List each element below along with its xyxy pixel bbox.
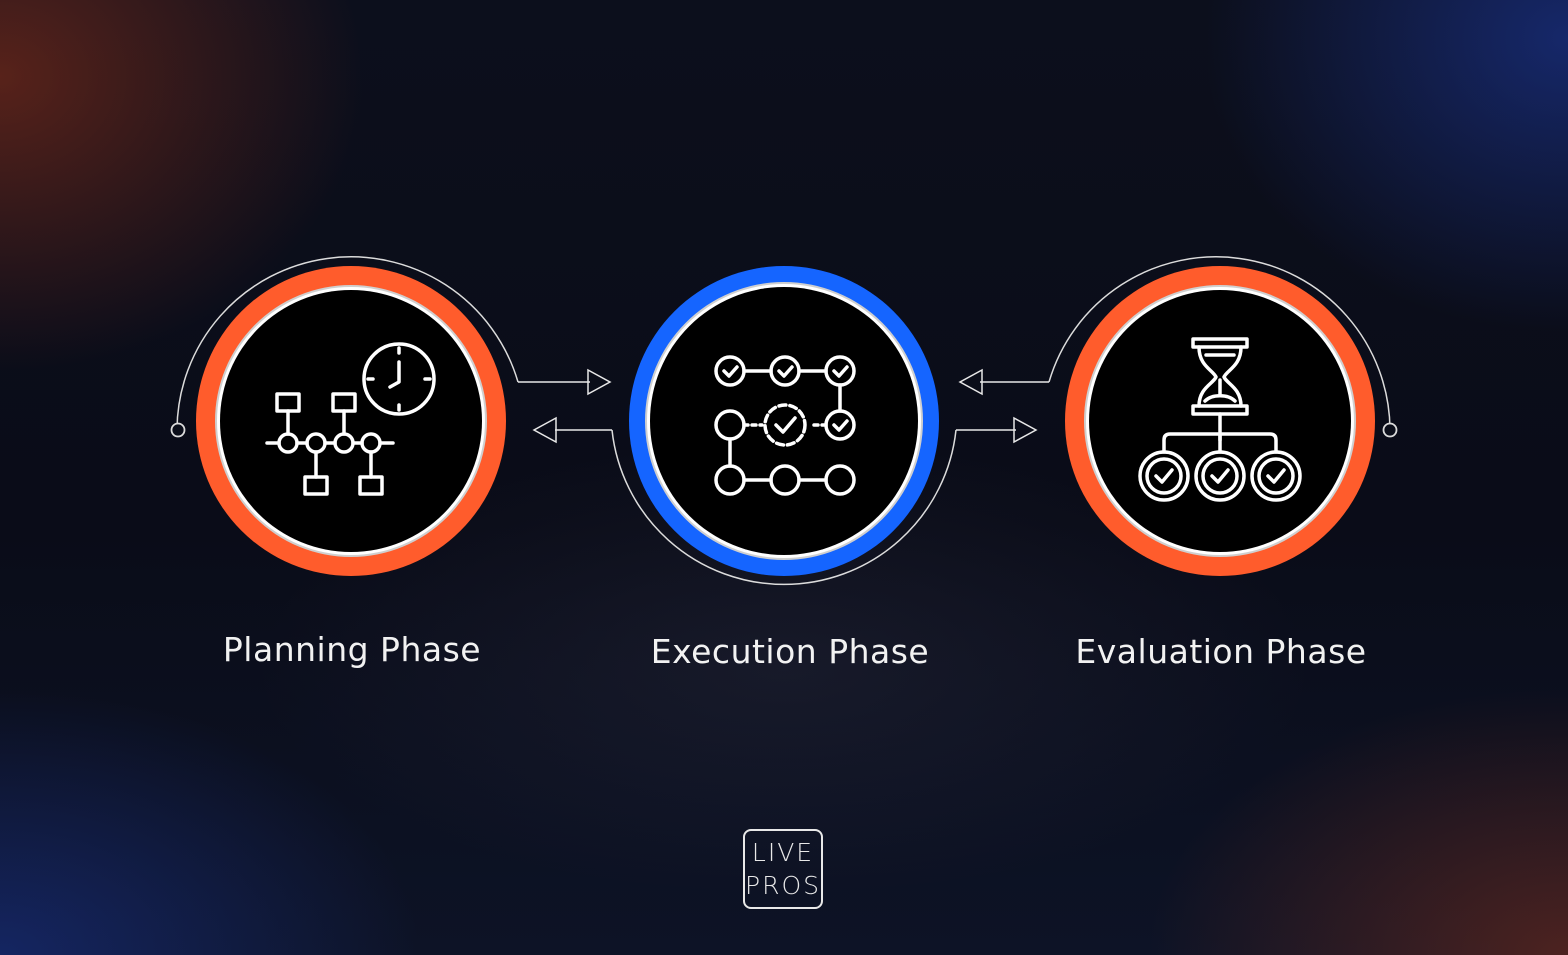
logo-line-1: LIVE — [751, 838, 815, 867]
evaluation-arc-endpoint — [1382, 422, 1398, 438]
execution-circle — [650, 287, 918, 555]
planning-phase-label: Planning Phase — [222, 630, 482, 669]
arrow-execution-to-evaluation — [956, 416, 1038, 444]
planning-arc-endpoint — [170, 422, 186, 438]
process-network-gear-icon — [714, 355, 856, 496]
planning-outer-arc — [176, 256, 519, 430]
arrow-evaluation-to-execution — [958, 368, 1049, 396]
arrow-planning-to-execution — [518, 368, 612, 396]
evaluation-phase-label: Evaluation Phase — [1075, 632, 1367, 671]
flowchart-clock-icon — [265, 342, 436, 496]
evaluation-outer-arc — [1048, 256, 1391, 430]
arrow-execution-to-planning — [532, 416, 612, 444]
livepros-logo: LIVE PROS — [743, 829, 823, 909]
logo-line-2: PROS — [745, 871, 821, 900]
planning-circle — [220, 290, 482, 552]
execution-phase-node — [629, 266, 939, 576]
planning-phase-node — [196, 266, 506, 576]
hourglass-hierarchy-icon — [1138, 337, 1302, 502]
execution-phase-label: Execution Phase — [650, 632, 930, 671]
execution-outer-arc — [611, 429, 957, 586]
